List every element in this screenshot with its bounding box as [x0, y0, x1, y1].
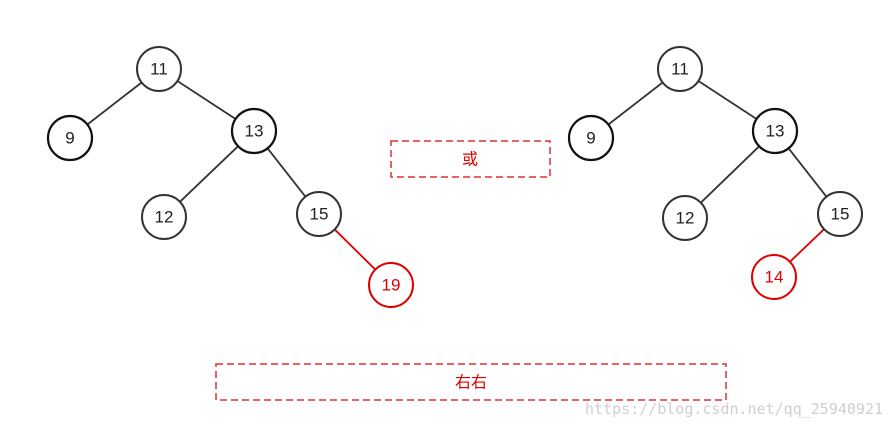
case-box: 右右 — [215, 363, 727, 401]
node-circle — [751, 107, 799, 155]
node-circle — [141, 194, 187, 240]
tree-edge — [697, 80, 758, 120]
node-label: 11 — [150, 60, 168, 79]
node-circle — [817, 191, 863, 237]
right-tree: 11 9 13 12 15 14 — [567, 46, 863, 300]
or-dashed-box — [390, 140, 551, 178]
tree-node: 12 — [662, 195, 708, 241]
node-label: 13 — [766, 122, 785, 141]
tree-edge — [789, 228, 825, 263]
left-tree: 11 9 13 12 15 19 — [46, 46, 414, 308]
case-dashed-box — [215, 363, 727, 401]
node-circle — [230, 107, 278, 155]
node-circle — [136, 46, 182, 92]
node-label: 15 — [310, 205, 329, 224]
tree-edge — [700, 145, 760, 204]
node-label: 15 — [831, 205, 850, 224]
tree-node: 9 — [567, 114, 615, 162]
case-label: 右右 — [455, 373, 487, 392]
node-label: 9 — [586, 129, 595, 148]
or-label: 或 — [462, 150, 478, 169]
node-label: 12 — [676, 209, 695, 228]
node-circle — [46, 114, 94, 162]
tree-edge — [266, 147, 307, 198]
tree-edge — [86, 81, 143, 126]
tree-edge — [607, 81, 664, 126]
tree-edge — [787, 147, 828, 198]
tree-node: 15 — [817, 191, 863, 237]
node-label: 13 — [245, 122, 264, 141]
node-circle — [296, 191, 342, 237]
node-label: 11 — [671, 60, 689, 79]
tree-edge — [179, 145, 239, 203]
node-circle — [657, 46, 703, 92]
tree-edge — [334, 228, 376, 271]
or-box: 或 — [390, 140, 551, 178]
node-circle — [567, 114, 615, 162]
tree-node: 9 — [46, 114, 94, 162]
tree-node: 15 — [296, 191, 342, 237]
tree-node: 14 — [751, 254, 797, 300]
tree-node: 12 — [141, 194, 187, 240]
tree-node: 19 — [368, 262, 414, 308]
node-label: 9 — [65, 129, 74, 148]
node-label: 14 — [765, 268, 784, 287]
tree-node: 13 — [230, 107, 278, 155]
node-circle — [662, 195, 708, 241]
tree-node: 11 — [657, 46, 703, 92]
node-label: 12 — [155, 208, 174, 227]
tree-node: 11 — [136, 46, 182, 92]
tree-node: 13 — [751, 107, 799, 155]
watermark: https://blog.csdn.net/qq_25940921 — [584, 400, 883, 418]
node-circle — [368, 262, 414, 308]
tree-edge — [176, 80, 237, 120]
node-circle — [751, 254, 797, 300]
node-label: 19 — [382, 276, 401, 295]
